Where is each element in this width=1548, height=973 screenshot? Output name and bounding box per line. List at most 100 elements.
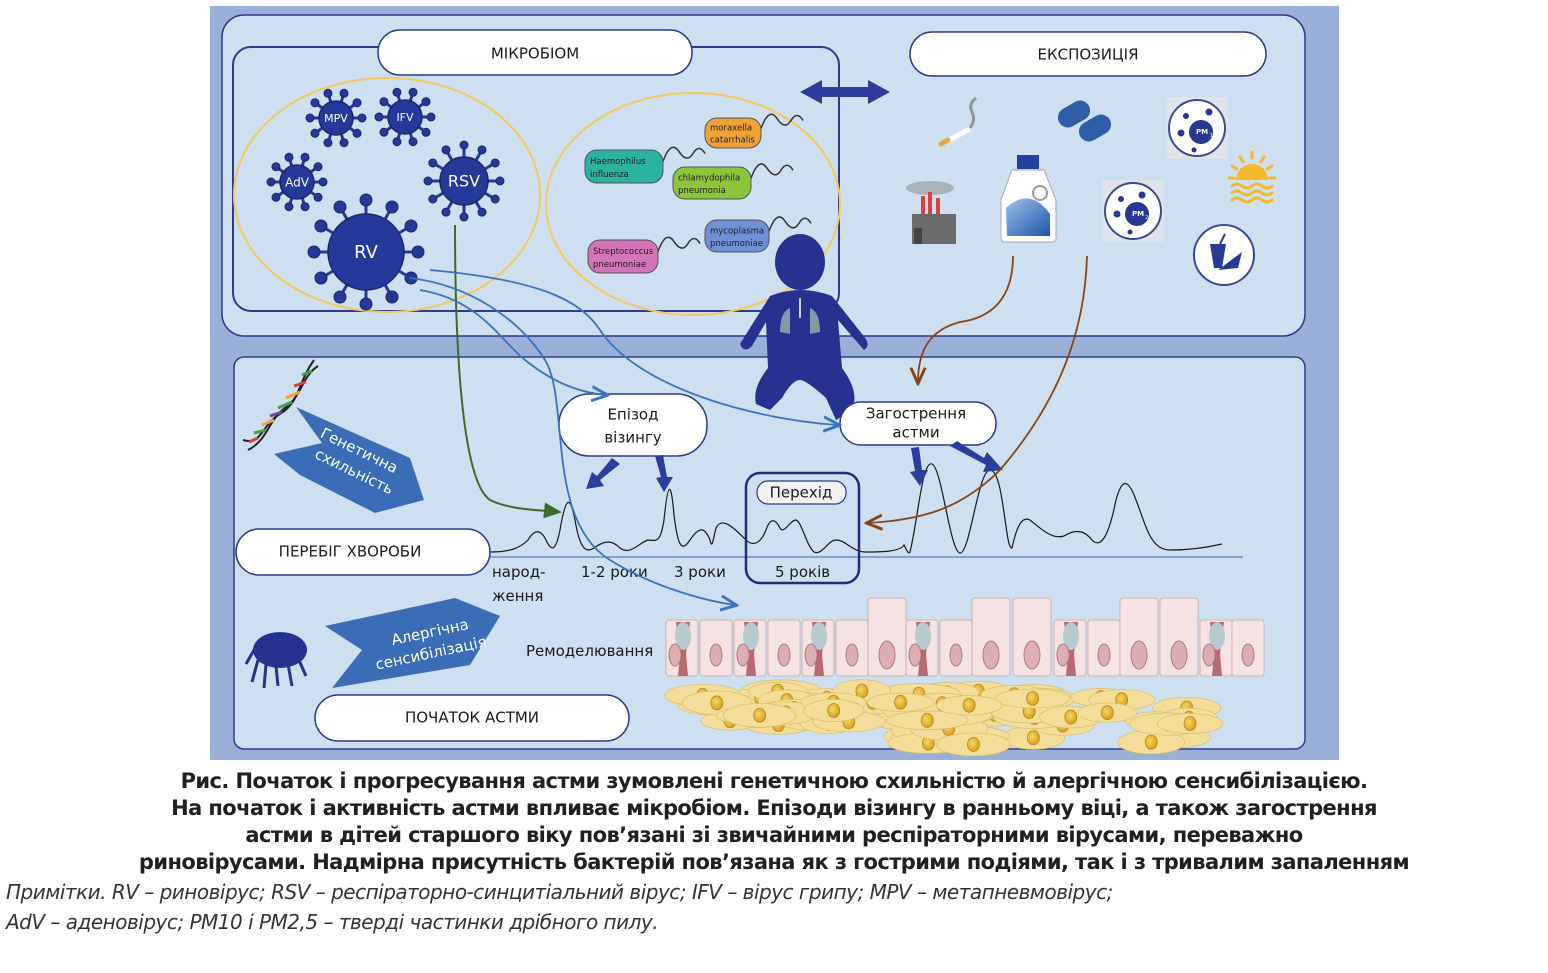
smooth-muscle-cell (723, 703, 797, 728)
microbiome-label: МІКРОБІОМ (491, 45, 579, 63)
double-arrow-icon (800, 80, 890, 104)
epithelial-cell (1012, 597, 1052, 677)
dust-mite-icon (244, 632, 308, 689)
disease-course-curve (489, 463, 1223, 554)
impact-arrows (586, 441, 1003, 492)
transition-box (744, 471, 861, 585)
bacterium-label-1: Haemophilus (590, 157, 646, 167)
epithelial-cell (1199, 619, 1233, 677)
rv-to-wheezing-arrow (419, 289, 606, 395)
virus-group: MPV IFV AdV RSV RV (266, 87, 505, 311)
bacterium-moraxella-icon: moraxella catarrhalis (704, 113, 804, 149)
epithelial-cell (767, 619, 801, 677)
epithelial-cell (1119, 597, 1159, 677)
rv-to-remodeling-arrow (409, 277, 735, 605)
exacerbation-arrow-2-icon (950, 441, 1003, 472)
timeline-birth-line2: ження (492, 587, 543, 605)
bacterium-label-2: pneumoniae (710, 239, 763, 249)
cigarette-icon (938, 96, 977, 147)
caption-line-4: риновірусами. Надмірна присутність бакте… (138, 850, 1410, 874)
exposure-to-transition-arrow (868, 255, 1088, 523)
smooth-muscle-cell (994, 688, 1071, 709)
bacteria-group: moraxella catarrhalisHaemophilusinfluenza… (584, 113, 812, 274)
pm2-5-sub: 2,5 (1145, 215, 1153, 221)
microbiome-pill: МІКРОБІОМ (377, 29, 693, 76)
epithelial-cell (867, 597, 907, 677)
top-panel (221, 14, 1306, 337)
epithelial-cell (905, 619, 939, 677)
epithelial-cell (939, 619, 973, 677)
bacterium-label-1: mycoplasma (710, 226, 764, 236)
pm10-icon: PM 10 (1166, 97, 1228, 159)
epithelial-cell (699, 619, 733, 677)
virus-ellipse (233, 77, 541, 313)
disease-course-pill: ПЕРЕБІГ ХВОРОБИ (235, 528, 491, 576)
pm10-label: PM (1196, 128, 1208, 136)
bacterium-label-2: pneumonia (678, 186, 726, 196)
smooth-muscle-cell (803, 699, 864, 722)
disease-course-label: ПЕРЕБІГ ХВОРОБИ (279, 543, 422, 561)
bacterium-label-1: Streptococcus (593, 247, 654, 257)
wheezing-line1: Епізод (608, 406, 659, 424)
exposure-label: ЕКСПОЗИЦІЯ (1037, 46, 1138, 64)
rsv-arrow (454, 224, 562, 519)
pm2-5-icon: PM 2,5 (1102, 180, 1164, 242)
asthma-onset-label: ПОЧАТОК АСТМИ (405, 709, 539, 727)
caption-line-1: Рис. Початок і прогресування астми зумов… (180, 769, 1368, 793)
bacterium-mycoplasma-icon: mycoplasma pneumoniae (704, 216, 812, 253)
epithelial-cell (835, 619, 869, 677)
wheeze-arrow-1-icon (586, 458, 620, 489)
asthma-onset-pill: ПОЧАТОК АСТМИ (314, 694, 630, 742)
transition-pill: Перехід (756, 480, 847, 505)
asthma-diagram: МІКРОБІОМ ЕКСПОЗИЦІЯ MPV IFV AdV RSV RV mora… (221, 14, 1306, 757)
fast-food-icon (1193, 224, 1255, 286)
virus-adv-icon: AdV (266, 152, 328, 212)
exacerbation-line1: Загострення (866, 405, 966, 423)
bacterium-label-2: catarrhalis (710, 136, 755, 146)
notes-line-1: Примітки. RV – риновірус; RSV – респірат… (6, 880, 1113, 904)
epithelium-illustration (665, 597, 1265, 677)
virus-label: MPV (324, 112, 348, 125)
bacterium-label-1: moraxella (710, 124, 752, 134)
epithelial-cell (1231, 619, 1265, 677)
dna-icon (242, 359, 319, 451)
transition-label: Перехід (770, 484, 833, 502)
epithelial-cell (971, 597, 1011, 677)
smooth-muscle-cell (886, 710, 969, 731)
sun-sea-icon (1227, 150, 1277, 204)
virus-ifv-icon: IFV (374, 87, 436, 147)
bacterium-streptococcus-icon: Streptococcus pneumoniae (587, 236, 701, 274)
smooth-muscle-cell (1077, 702, 1137, 723)
pills-icon (1057, 100, 1112, 142)
exacerbation-pill: Загострення астми (839, 401, 997, 446)
figure-notes: Примітки. RV – риновірус; RSV – респірат… (6, 877, 1546, 937)
rv-to-exacerbation-arrow (429, 269, 838, 425)
bacteria-ellipse (545, 92, 841, 316)
exposure-pill: ЕКСПОЗИЦІЯ (909, 31, 1267, 77)
virus-label: IFV (396, 111, 414, 124)
smooth-muscle-cell (936, 732, 1011, 757)
virus-label: RV (354, 242, 379, 263)
bacterium-label-2: pneumoniae (593, 260, 646, 270)
detergent-bottle-icon (1000, 155, 1057, 243)
pm2-5-label: PM (1132, 210, 1144, 218)
virus-rv-icon: RV (307, 193, 425, 311)
timeline-age-1-2: 1-2 роки (581, 563, 648, 581)
factory-icon (906, 181, 956, 244)
exacerbation-arrow-1-icon (910, 447, 928, 486)
wheeze-arrow-2-icon (655, 455, 673, 492)
figure-caption: Рис. Початок і прогресування астми зумов… (0, 768, 1548, 876)
smooth-muscle-cell (1117, 729, 1185, 755)
pm10-sub: 10 (1210, 133, 1216, 139)
epithelial-cell (733, 619, 767, 677)
allergic-sensitization-banner: Алергічна сенсибілізація (325, 598, 500, 688)
timeline-birth-line1: народ- (492, 563, 545, 581)
caption-line-2: На початок і активність астми впливає мі… (171, 796, 1377, 820)
child-icon (740, 234, 868, 420)
smooth-muscle-cell (935, 695, 1003, 716)
notes-line-2: AdV – аденовірус; PM10 і PM2,5 – тверді … (6, 910, 659, 934)
virus-label: RSV (448, 172, 480, 191)
caption-line-3: астми в дітей старшого віку пов’язані зі… (245, 823, 1303, 847)
